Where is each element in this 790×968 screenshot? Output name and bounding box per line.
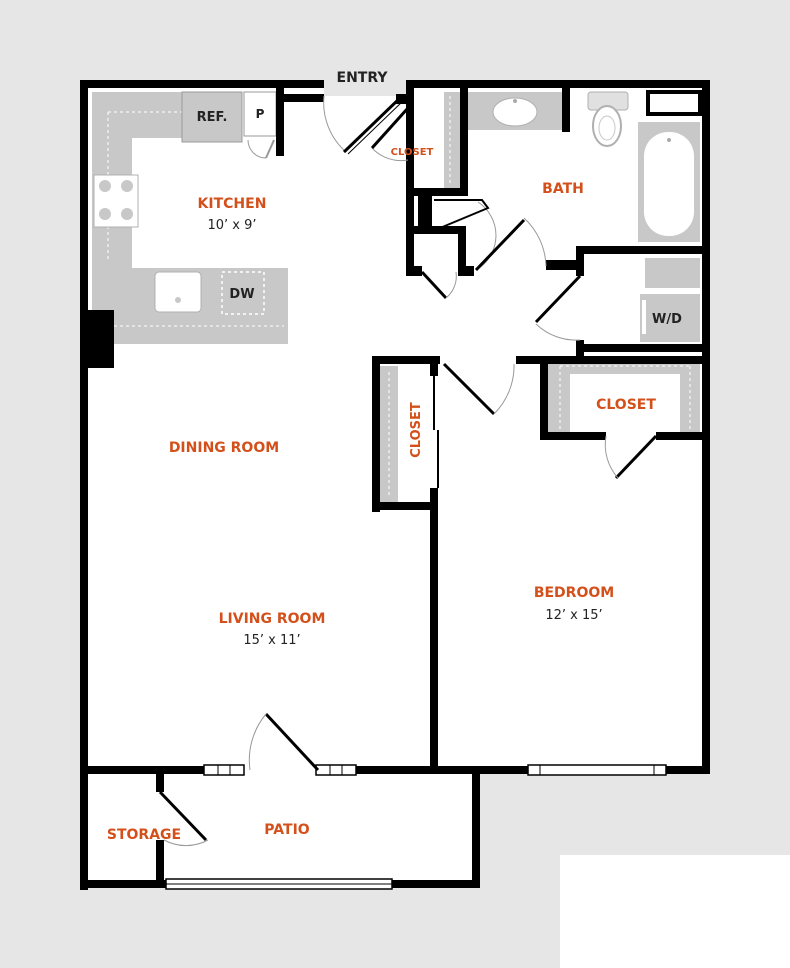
bedroom-closet-rod bbox=[559, 365, 691, 432]
kitchen-dims: 10’ x 9’ bbox=[207, 218, 256, 233]
entry-closet-label: CLOSET bbox=[391, 147, 434, 158]
patio-label: PATIO bbox=[264, 822, 309, 838]
page-corner-blank bbox=[560, 855, 790, 968]
dining-room-label: DINING ROOM bbox=[169, 440, 279, 456]
washer-dryer-panel bbox=[642, 300, 646, 334]
window-mullions bbox=[166, 765, 655, 885]
bedroom-closet-door bbox=[614, 434, 658, 480]
refrigerator-label: REF. bbox=[197, 110, 228, 125]
bath-label: BATH bbox=[542, 181, 584, 197]
bedroom-door bbox=[442, 362, 496, 416]
entry-label: ENTRY bbox=[337, 70, 389, 86]
washer-dryer-label: W/D bbox=[652, 312, 682, 327]
kitchen-sink-icon bbox=[154, 271, 202, 313]
bedroom-dims: 12’ x 15’ bbox=[545, 608, 602, 623]
pantry-door bbox=[265, 139, 275, 159]
laundry-door bbox=[534, 274, 582, 324]
kitchen-label: KITCHEN bbox=[198, 196, 267, 212]
entry-door-swing bbox=[323, 95, 347, 153]
bedroom-label: BEDROOM bbox=[534, 585, 614, 601]
bath-vanity bbox=[468, 92, 562, 130]
entry-closet-shelf bbox=[444, 92, 460, 188]
pantry bbox=[243, 91, 277, 137]
living-room-dims: 15’ x 11’ bbox=[243, 633, 300, 648]
entry-closet-door-swing bbox=[371, 147, 409, 162]
patio-door bbox=[264, 712, 320, 772]
hall-closet-label: CLOSET bbox=[409, 402, 424, 458]
storage-label: STORAGE bbox=[107, 827, 181, 843]
pantry-door-swing bbox=[247, 139, 267, 159]
entry-door bbox=[342, 96, 402, 154]
washer-dryer bbox=[640, 294, 700, 342]
pantry-label: P bbox=[256, 107, 265, 121]
dishwasher-label: DW bbox=[229, 287, 254, 302]
toilet-icon bbox=[587, 91, 629, 147]
bath-door bbox=[474, 218, 526, 272]
refrigerator bbox=[181, 91, 243, 143]
bedroom-closet-label: CLOSET bbox=[596, 397, 656, 413]
walls bbox=[80, 80, 710, 890]
dishwasher bbox=[221, 271, 265, 315]
laundry-shelf bbox=[645, 258, 700, 288]
stove-icon bbox=[93, 174, 139, 228]
entry-gap bbox=[324, 82, 406, 96]
storage-door bbox=[158, 790, 208, 842]
linen-cabinet bbox=[646, 90, 702, 116]
doors bbox=[158, 95, 658, 847]
hall-small-closet-door bbox=[420, 270, 448, 300]
bathtub-icon bbox=[638, 122, 700, 242]
entry-closet-door bbox=[370, 106, 410, 150]
living-room-label: LIVING ROOM bbox=[219, 611, 326, 627]
